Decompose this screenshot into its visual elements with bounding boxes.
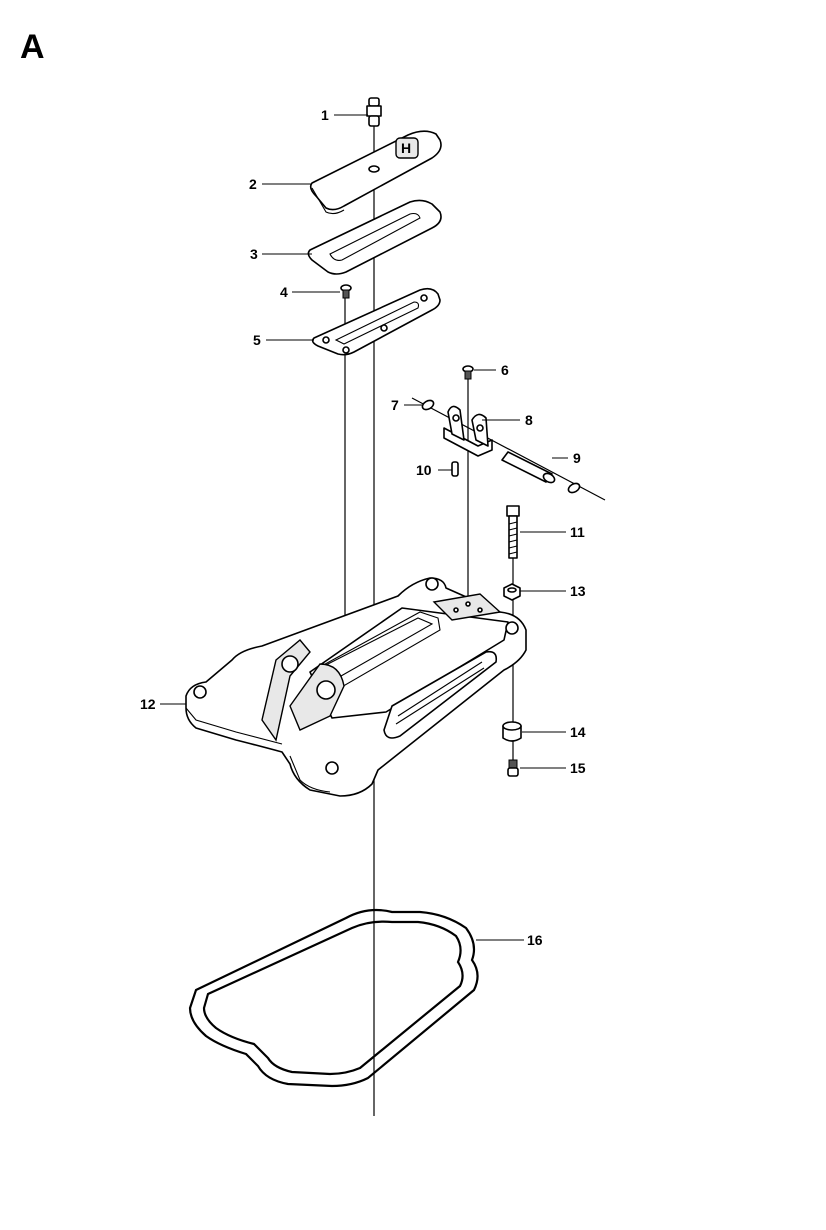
callout-4: 4 [280,284,288,300]
logo-badge [395,137,419,159]
part-bolt[interactable] [506,505,520,559]
part-screw-bottom[interactable] [507,759,519,777]
part-frame-plate[interactable] [311,287,441,356]
callout-14: 14 [570,724,586,740]
callout-12: 12 [140,696,156,712]
part-seal-ring[interactable] [188,908,479,1088]
part-nut[interactable] [503,583,521,601]
callout-8: 8 [525,412,533,428]
part-dowel[interactable] [451,461,459,477]
part-grease-nipple[interactable] [366,97,382,127]
callout-2: 2 [249,176,257,192]
part-top-cover[interactable]: H [309,130,442,215]
part-base-housing[interactable] [185,577,527,797]
part-pin[interactable] [501,451,556,484]
callout-3: 3 [250,246,258,262]
callout-7: 7 [391,397,399,413]
callout-15: 15 [570,760,586,776]
part-spacer[interactable] [502,721,522,742]
part-circlip-right[interactable] [567,482,581,495]
pin-axis-line [411,397,606,501]
logo-text: H [401,140,411,156]
callout-13: 13 [570,583,586,599]
part-screw-small[interactable] [340,284,352,299]
part-circlip-left[interactable] [421,399,435,412]
callout-11: 11 [570,524,585,540]
part-screw-bracket[interactable] [462,365,474,380]
callout-10: 10 [416,462,432,478]
section-letter: A [20,28,45,66]
callout-16: 16 [527,932,543,948]
part-gasket[interactable] [307,199,442,275]
part-hinge-bracket[interactable] [443,405,493,457]
leader-lines [160,114,568,941]
callout-1: 1 [321,107,329,123]
callout-9: 9 [573,450,581,466]
callout-6: 6 [501,362,509,378]
callout-5: 5 [253,332,261,348]
